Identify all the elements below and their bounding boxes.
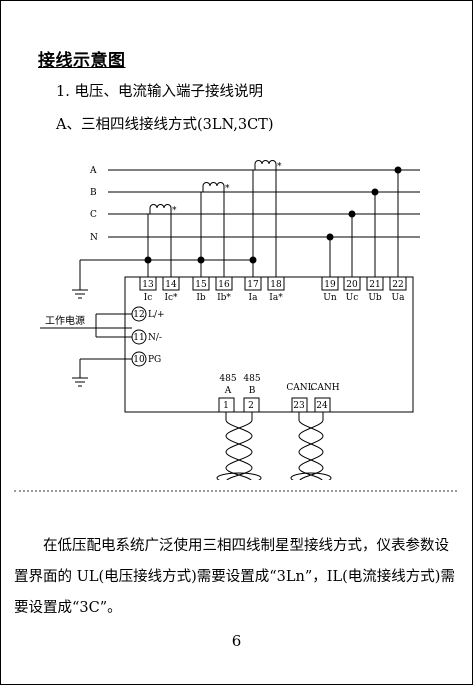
comm-terminal-number: 24 <box>316 401 328 411</box>
ct-coil-b <box>202 182 225 192</box>
terminal-number: 22 <box>392 280 403 290</box>
terminal-label: Ub <box>368 293 382 303</box>
comm-top-label: 485 <box>243 374 260 384</box>
phase-label-a: A <box>89 166 97 176</box>
terminal-label: Ia* <box>269 293 283 303</box>
page-number: 6 <box>231 632 242 650</box>
terminal-label: Ib <box>196 293 206 303</box>
power-terminal-number: 12 <box>133 310 144 320</box>
terminal-label: Ic <box>144 293 153 303</box>
terminal-number: 13 <box>142 280 154 290</box>
terminal-number: 18 <box>270 280 282 290</box>
phase-label-c: C <box>90 210 97 220</box>
comm-top-label: 485 <box>219 374 236 384</box>
terminal-label: Ic* <box>164 293 178 303</box>
power-supply-label: 工作电源 <box>45 314 85 327</box>
ct-star-a: * <box>277 162 282 172</box>
terminal-number: 16 <box>218 280 230 290</box>
comm-terminal-number: 23 <box>293 401 305 411</box>
terminal-label: Un <box>323 293 337 303</box>
terminal-label: Ua <box>392 293 406 303</box>
ct-star-c: * <box>172 206 177 216</box>
comm-top-label: CANL <box>286 383 313 393</box>
ct-coil-c <box>149 204 172 214</box>
body-paragraph: 在低压配电系统广泛使用三相四线制星型接线方式，仪表参数设置界面的 UL(电压接线… <box>14 538 455 616</box>
terminal-number: 20 <box>346 280 358 290</box>
twisted-pair-can <box>298 412 324 480</box>
power-terminal-label: PG <box>148 355 161 365</box>
subtitle: 1. 电压、电流输入端子接线说明 <box>56 84 263 100</box>
comm-sub-label: A <box>224 386 232 396</box>
comm-terminal-number: 2 <box>248 401 254 411</box>
twisted-pair-485 <box>225 412 253 480</box>
terminal-number: 14 <box>165 280 177 290</box>
wiring-diagram: A B C N * * * 13 14 15 16 17 18 19 20 21… <box>40 160 420 480</box>
power-terminal-number: 10 <box>133 355 145 365</box>
power-terminal-label: N/- <box>148 333 162 343</box>
section-divider <box>14 490 457 492</box>
phase-label-n: N <box>90 233 98 243</box>
ct-coil-a <box>254 160 277 170</box>
terminal-number: 19 <box>324 280 336 290</box>
comm-terminal-number: 1 <box>223 401 229 411</box>
comm-top-label: CANH <box>310 383 339 393</box>
terminal-label: Ib* <box>217 293 231 303</box>
phase-label-b: B <box>90 188 97 198</box>
ct-star-b: * <box>225 184 230 194</box>
terminal-number: 17 <box>247 280 259 290</box>
terminal-number: 15 <box>195 280 207 290</box>
power-terminal-label: L/+ <box>148 310 165 320</box>
power-terminal-number: 11 <box>133 333 144 343</box>
section-title: 接线示意图 <box>38 51 126 71</box>
comm-sub-label: B <box>249 386 256 396</box>
wiring-mode-title: A、三相四线接线方式(3LN,3CT) <box>56 117 274 133</box>
terminal-label: Uc <box>346 293 359 303</box>
terminal-label: Ia <box>249 293 259 303</box>
terminal-number: 21 <box>369 280 380 290</box>
